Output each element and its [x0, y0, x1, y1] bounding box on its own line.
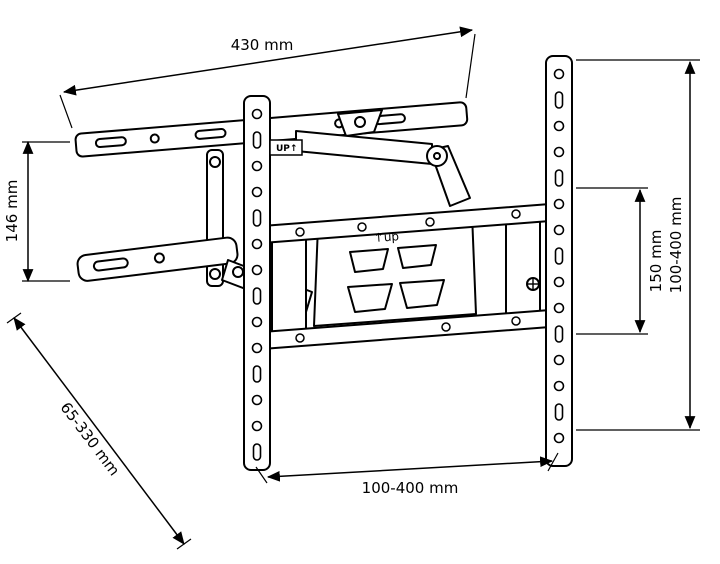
tilt-bracket [349, 248, 389, 273]
vesa-rails [243, 55, 573, 471]
tilt-bracket [347, 283, 393, 313]
dim-label-inner-height: 150 mm [647, 230, 665, 293]
lower-bracket-screw [153, 252, 165, 264]
rail-slot [252, 131, 262, 149]
wall-plate-screw [149, 133, 160, 144]
rail-hole [251, 108, 263, 120]
dim-line-bottom-width [266, 456, 554, 482]
svg-text:UP↑: UP↑ [276, 144, 297, 154]
lower-bracket-slot [92, 257, 129, 272]
up-center-label: up [383, 229, 399, 244]
dim-line-top-width [62, 26, 474, 96]
rail-hole [553, 120, 565, 132]
left-side-plate [271, 234, 307, 340]
rail-hole [251, 264, 263, 276]
rail-hole [251, 394, 263, 406]
crossbar-hole [295, 333, 305, 343]
rail-hole [553, 432, 565, 444]
dim-label-bracket-height: 146 mm [3, 180, 21, 243]
rail-hole [553, 276, 565, 288]
lower-arm-pivot [232, 266, 244, 278]
crossbar-hole [511, 209, 521, 219]
crossbar-hole [425, 217, 435, 227]
up-arrow-icon: ↑ [373, 230, 384, 245]
up-center-marking: ↑up [373, 229, 399, 245]
lower-wall-bracket [76, 236, 239, 282]
rail-hole [553, 198, 565, 210]
rail-hole [553, 380, 565, 392]
wall-plate-slot [94, 136, 127, 149]
up-tag-label: UP [276, 144, 290, 154]
rail-slot [554, 247, 564, 265]
rail-hole [251, 238, 263, 250]
rail-hole [251, 186, 263, 198]
dim-line-extension-range [13, 317, 185, 545]
dim-label-bottom-width: 100-400 mm [362, 479, 459, 497]
left-vesa-rail [243, 95, 271, 471]
tilt-bracket [397, 244, 437, 269]
dim-label-extension-range: 65-330 mm [57, 399, 124, 479]
rail-hole [553, 354, 565, 366]
tilt-bracket [399, 279, 445, 309]
rail-slot [554, 169, 564, 187]
upper-arm [295, 130, 433, 165]
rail-slot [252, 287, 262, 305]
rail-hole [251, 160, 263, 172]
dim-label-rail-height: 100-400 mm [667, 197, 685, 294]
crossbar-hole [511, 316, 521, 326]
arm-mount-screw [354, 116, 366, 128]
rail-hole [553, 224, 565, 236]
rail-slot [554, 325, 564, 343]
link-pivot [209, 268, 221, 280]
right-rail-holes [553, 68, 565, 444]
wall-mount-assembly [74, 101, 551, 350]
extension-line [465, 33, 476, 99]
extension-line [255, 466, 268, 484]
rail-slot [554, 91, 564, 109]
rail-hole [553, 68, 565, 80]
rail-hole [553, 146, 565, 158]
left-rail-holes [251, 108, 263, 461]
extension-line [59, 94, 73, 129]
rail-slot [252, 365, 262, 383]
rail-hole [251, 420, 263, 432]
crossbar-hole [295, 227, 305, 237]
right-side-plate [505, 216, 541, 322]
rail-slot [252, 209, 262, 227]
dim-label-top-width: 430 mm [231, 36, 294, 54]
locking-knob [526, 277, 540, 291]
crossbar-hole [357, 222, 367, 232]
up-tag: UP↑ [269, 139, 303, 156]
rail-hole [553, 302, 565, 314]
up-arrow-icon: ↑ [290, 144, 298, 154]
wall-plate-slot [194, 128, 227, 140]
elbow-screw [433, 152, 441, 160]
rail-hole [251, 342, 263, 354]
crossbar-hole [441, 322, 451, 332]
rail-slot [252, 443, 262, 461]
rail-hole [251, 316, 263, 328]
rail-slot [554, 403, 564, 421]
link-pivot [209, 156, 221, 168]
